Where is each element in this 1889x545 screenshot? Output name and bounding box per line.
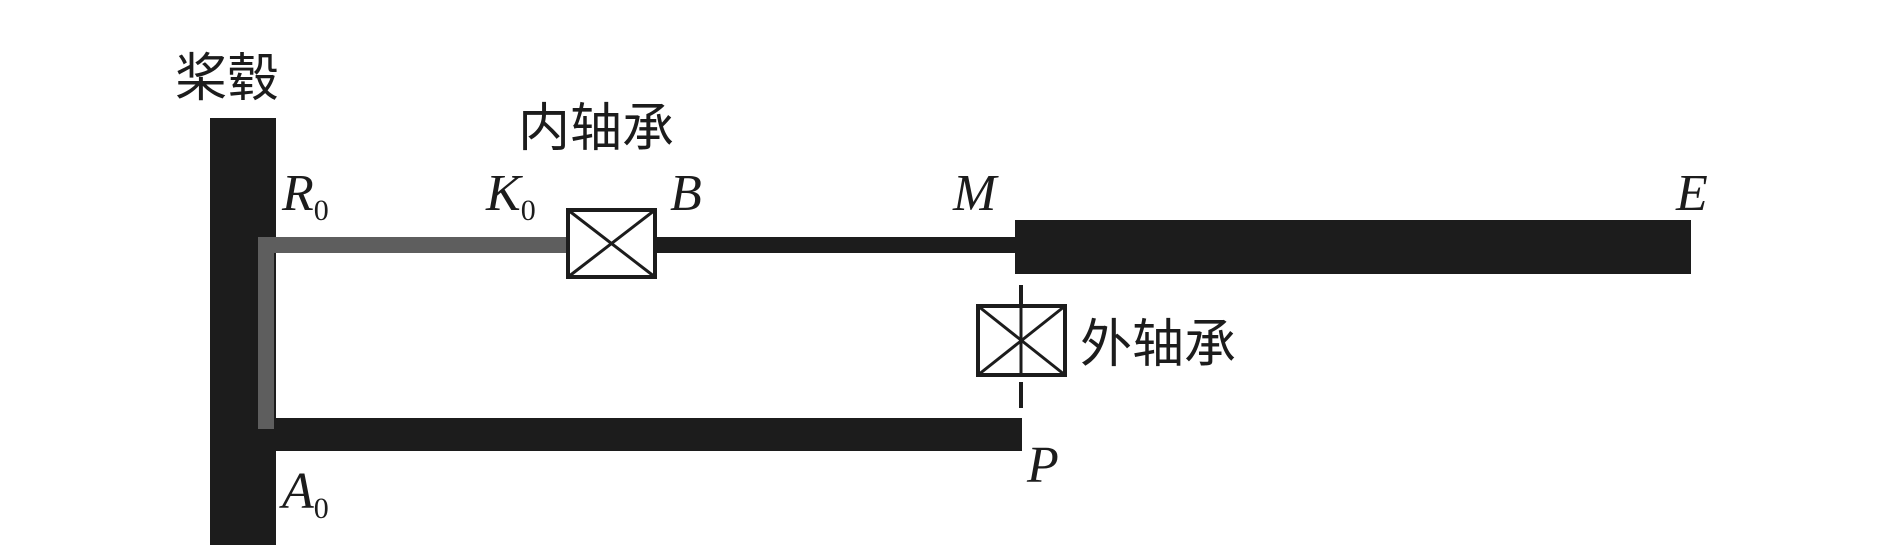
blade xyxy=(1015,220,1691,274)
point-K0-letter: K xyxy=(485,165,523,222)
inner-shaft xyxy=(655,237,1015,253)
flexbeam-horizontal xyxy=(258,237,568,253)
inner-bearing-icon xyxy=(566,208,657,279)
point-K0-label: K0 xyxy=(485,165,536,227)
flexbeam-vertical xyxy=(258,237,274,429)
lower-sleeve xyxy=(276,418,1022,451)
point-E-label: E xyxy=(1675,165,1708,222)
point-M-label: M xyxy=(952,165,999,222)
point-A0-letter: A xyxy=(279,463,314,520)
point-K0-subscript: 0 xyxy=(521,194,536,227)
inner-bearing-label: 内轴承 xyxy=(518,99,674,159)
point-A0-subscript: 0 xyxy=(314,492,329,525)
point-R0-subscript: 0 xyxy=(314,194,329,227)
point-P-label: P xyxy=(1026,437,1059,494)
point-A0-label: A0 xyxy=(279,463,329,525)
point-B-label: B xyxy=(670,165,702,222)
outer-bearing-icon xyxy=(976,304,1067,377)
point-R0-label: R0 xyxy=(281,165,329,227)
outer-bearing-label: 外轴承 xyxy=(1080,315,1236,375)
hub-label: 桨毂 xyxy=(175,49,279,109)
point-R0-letter: R xyxy=(281,165,314,222)
